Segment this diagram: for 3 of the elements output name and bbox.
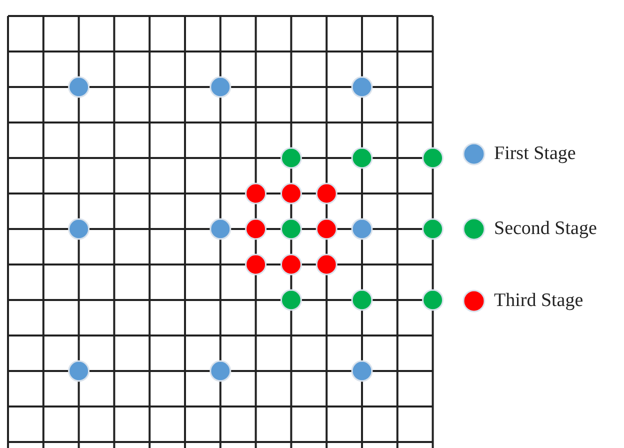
legend-label: Second Stage	[494, 218, 597, 240]
legend-label: First Stage	[494, 143, 576, 165]
legend-label: Third Stage	[494, 290, 584, 312]
